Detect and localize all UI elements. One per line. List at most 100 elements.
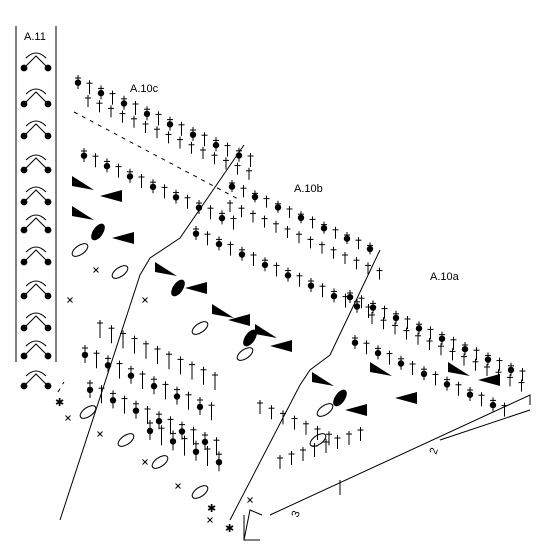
double-crochet-symbol	[332, 226, 339, 239]
dot-stitch	[307, 282, 315, 289]
chain-arc	[25, 370, 47, 377]
double-crochet-symbol	[320, 221, 328, 234]
double-crochet-symbol	[177, 356, 184, 375]
double-crochet-symbol	[369, 300, 377, 314]
double-crochet-symbol	[449, 348, 456, 361]
double-crochet-symbol	[358, 295, 365, 309]
double-crochet-symbol	[139, 371, 146, 389]
dot-stitch	[20, 64, 28, 72]
dot-stitch	[192, 448, 200, 455]
dot-stitch	[330, 292, 338, 300]
picot-arc	[23, 249, 49, 263]
double-crochet-symbol	[185, 391, 192, 410]
dot-stitch	[261, 261, 269, 269]
double-crochet-symbol	[415, 332, 421, 345]
double-crochet-symbol	[207, 205, 214, 220]
double-crochet-symbol	[466, 387, 474, 401]
double-crochet-symbol	[376, 267, 383, 280]
double-crochet-symbol	[369, 312, 375, 324]
double-crochet-symbol	[326, 431, 332, 446]
dot-stitch	[215, 459, 223, 466]
single-crochet-symbol	[142, 297, 148, 303]
chain-space-symbol	[111, 265, 129, 279]
chain-space-symbol	[236, 347, 254, 361]
dot-stitch	[155, 417, 163, 425]
dot-stitch	[507, 366, 515, 374]
chain-space-symbol	[309, 433, 327, 447]
chain-space-symbol	[71, 243, 89, 257]
dot-stitch	[169, 438, 177, 445]
double-crochet-symbol	[138, 174, 145, 188]
double-crochet-symbol	[392, 310, 400, 324]
double-crochet-symbol	[189, 127, 197, 141]
double-crochet-symbol	[177, 136, 183, 149]
double-crochet-symbol	[484, 364, 490, 376]
double-crochet-symbol	[215, 236, 223, 251]
double-crochet-symbol	[330, 288, 338, 303]
filled-oval-symbol	[333, 389, 347, 407]
chain-arc	[25, 312, 47, 319]
label-a10b: A.10b	[294, 183, 323, 195]
dot-stitch	[195, 204, 203, 211]
double-crochet-symbol	[192, 440, 200, 461]
double-crochet-symbol	[374, 345, 382, 360]
double-crochet-symbol	[143, 106, 151, 121]
dot-stitch	[126, 173, 134, 180]
double-crochet-symbol	[80, 148, 88, 162]
double-crochet-symbol	[97, 85, 105, 100]
double-crochet-symbol	[86, 80, 93, 95]
double-crochet-symbol	[204, 446, 211, 466]
dot-stitch	[235, 152, 243, 159]
dot-stitch	[215, 240, 223, 248]
dot-stitch	[150, 382, 158, 390]
double-crochet-symbol	[154, 346, 161, 364]
dot-stitch	[201, 438, 209, 446]
double-crochet-symbol	[311, 443, 318, 457]
start-star-symbol: ✱	[225, 523, 234, 535]
double-crochet-symbol	[343, 232, 351, 244]
dot-stitch	[44, 226, 52, 234]
double-crochet-symbol	[108, 325, 115, 344]
fan-wedge-symbol	[255, 324, 277, 338]
double-crochet-symbol	[250, 252, 257, 266]
picot-motif	[20, 246, 52, 266]
double-crochet-symbol	[307, 278, 315, 292]
filled-oval-symbol	[171, 279, 185, 297]
double-crochet-symbol	[314, 426, 321, 440]
double-crochet-symbol	[192, 226, 200, 240]
single-crochet-symbol	[207, 517, 213, 523]
double-crochet-symbol	[201, 132, 208, 147]
double-crochet-symbol	[355, 237, 362, 250]
double-crochet-symbol	[450, 336, 457, 350]
double-crochet-symbol	[109, 390, 117, 409]
fan-wedge-symbol	[72, 206, 94, 220]
double-crochet-symbol	[201, 432, 209, 450]
dot-stitch	[366, 245, 374, 253]
double-crochet-symbol	[158, 425, 165, 446]
double-crochet-symbol	[489, 397, 497, 412]
fan-wedge-symbol	[112, 232, 134, 244]
double-crochet-symbol	[518, 379, 525, 392]
chain-arc	[25, 246, 47, 253]
double-crochet-symbol	[126, 168, 134, 183]
chain-space-symbol	[316, 403, 334, 417]
double-crochet-symbol	[247, 153, 254, 167]
double-crochet-symbol	[155, 411, 163, 430]
dot-stitch	[80, 152, 88, 159]
double-crochet-symbol	[195, 200, 203, 214]
double-crochet-symbol	[166, 116, 174, 131]
double-crochet-symbol	[150, 376, 158, 395]
double-crochet-symbol	[432, 371, 439, 386]
single-crochet-symbol	[247, 497, 253, 503]
double-crochet-symbol	[132, 400, 140, 419]
dot-stitch	[369, 304, 377, 311]
double-crochet-symbol	[212, 137, 220, 152]
double-crochet-symbol	[104, 355, 112, 374]
double-crochet-symbol	[273, 262, 280, 277]
double-crochet-symbol	[189, 361, 195, 380]
double-crochet-symbol	[173, 386, 181, 405]
double-crochet-symbol	[200, 366, 207, 385]
double-crochet-symbol	[296, 231, 302, 244]
dot-stitch	[461, 345, 469, 353]
double-crochet-symbol	[261, 215, 268, 228]
